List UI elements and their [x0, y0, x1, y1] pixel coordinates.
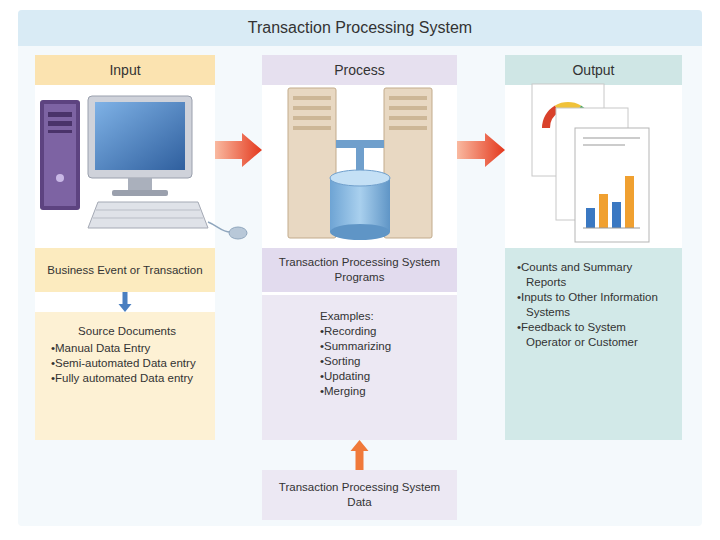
list-item: •Inputs to Other Information Systems: [517, 290, 672, 320]
column-heading: Process: [262, 55, 457, 85]
diagram-title: Transaction Processing System: [18, 10, 702, 46]
process-box: Examples:•Recording•Summarizing•Sorting•…: [262, 295, 457, 440]
flow-arrow: [215, 133, 262, 167]
box-text: Examples:: [320, 309, 447, 324]
list-item: •Fully automated Data entry: [51, 371, 203, 386]
flow-arrow: [351, 440, 369, 470]
column-panel: ProcessTransaction Processing System Pro…: [262, 55, 457, 440]
process-box: •Counts and Summary Reports•Inputs to Ot…: [505, 248, 682, 440]
list-item: •Manual Data Entry: [51, 341, 203, 356]
column-heading: Output: [505, 55, 682, 85]
list-item: •Recording: [320, 324, 447, 339]
box-text: Source Documents: [51, 324, 203, 339]
box-text: Transaction Processing System Programs: [270, 255, 449, 285]
list-item: •Feedback to System Operator or Customer: [517, 320, 672, 350]
process-box: Transaction Processing System Data: [262, 470, 457, 520]
process-box: Business Event or Transaction: [35, 248, 215, 292]
list-item: •Semi-automated Data entry: [51, 356, 203, 371]
box-text: Transaction Processing System Data: [270, 480, 449, 510]
list-item: •Merging: [320, 384, 447, 399]
list-item: •Updating: [320, 369, 447, 384]
column-panel: Output •Counts and Summary Reports•Inputs…: [505, 55, 682, 440]
flow-arrow: [457, 133, 505, 167]
column-panel: InputBusiness Event or TransactionSource…: [35, 55, 215, 440]
column-heading: Input: [35, 55, 215, 85]
list-item: •Counts and Summary Reports: [517, 260, 672, 290]
process-box: Transaction Processing System Programs: [262, 248, 457, 292]
list-item: •Summarizing: [320, 339, 447, 354]
box-text: Business Event or Transaction: [43, 263, 207, 278]
process-box: Source Documents •Manual Data Entry•Semi-…: [35, 312, 215, 440]
list-item: •Sorting: [320, 354, 447, 369]
